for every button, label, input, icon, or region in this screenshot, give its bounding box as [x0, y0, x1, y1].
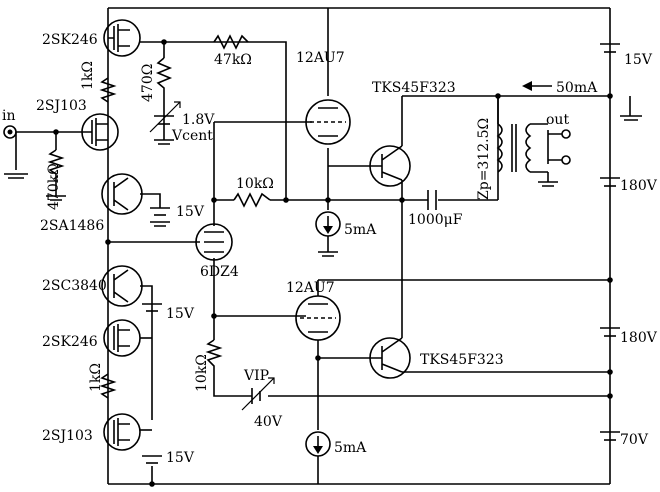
junctions	[53, 39, 613, 487]
label-q2: 2SJ103	[36, 98, 87, 114]
label-cs-top: 5mA	[344, 222, 377, 238]
current-sources	[305, 211, 341, 484]
label-cap: 1000μF	[408, 212, 463, 228]
tubes	[195, 99, 351, 341]
label-tube-top: 12AU7	[296, 50, 345, 66]
label-out: out	[546, 112, 569, 128]
output-transformer	[496, 96, 571, 173]
label-r7: 10kΩ	[194, 354, 210, 392]
capacitor-1000uf	[427, 190, 437, 210]
label-b-15-1: 15V	[176, 204, 205, 220]
label-vip: VIP	[243, 368, 269, 384]
label-vcent: Vcent	[171, 128, 213, 144]
label-r1: 1kΩ	[80, 61, 96, 90]
semiconductors	[78, 19, 411, 451]
label-r2: 470Ω	[140, 64, 156, 102]
ground-symbols	[4, 96, 642, 257]
label-current: 50mA	[556, 80, 598, 96]
label-tube-bot: 12AU7	[286, 280, 335, 296]
label-q4: 2SC3840	[42, 278, 107, 294]
label-tube-mid: 6DZ4	[200, 264, 239, 280]
label-b-180a: 180V	[620, 178, 658, 194]
labels: 2SK246 2SJ103 2SA1486 2SC3840 2SK246 2SJ…	[2, 32, 658, 466]
label-cs-bot: 5mA	[334, 440, 367, 456]
label-b-70: 70V	[620, 432, 649, 448]
label-r3: 47kΩ	[214, 52, 252, 68]
label-q5: 2SK246	[42, 334, 98, 350]
input-jack-icon	[3, 125, 17, 139]
current-arrow	[522, 81, 552, 91]
label-in: in	[2, 108, 16, 124]
label-t-top: TKS45F323	[372, 80, 456, 96]
label-b-top: 15V	[624, 52, 653, 68]
label-vcent-v: 1.8V	[182, 112, 215, 128]
label-vip-v: 40V	[254, 414, 283, 430]
label-r4: 470kΩ	[46, 163, 62, 210]
label-t-bot: TKS45F323	[420, 352, 504, 368]
resistors	[47, 34, 271, 399]
label-b-180b: 180V	[620, 330, 658, 346]
label-b-15-2: 15V	[166, 306, 195, 322]
label-q6: 2SJ103	[42, 428, 93, 444]
label-b-15-3: 15V	[166, 450, 195, 466]
label-r6: 1kΩ	[88, 363, 104, 392]
batteries	[142, 43, 620, 464]
label-q3: 2SA1486	[40, 218, 104, 234]
label-r5: 10kΩ	[236, 176, 274, 192]
label-q1: 2SK246	[42, 32, 98, 48]
label-zp: Zp=312.5Ω	[476, 118, 492, 200]
